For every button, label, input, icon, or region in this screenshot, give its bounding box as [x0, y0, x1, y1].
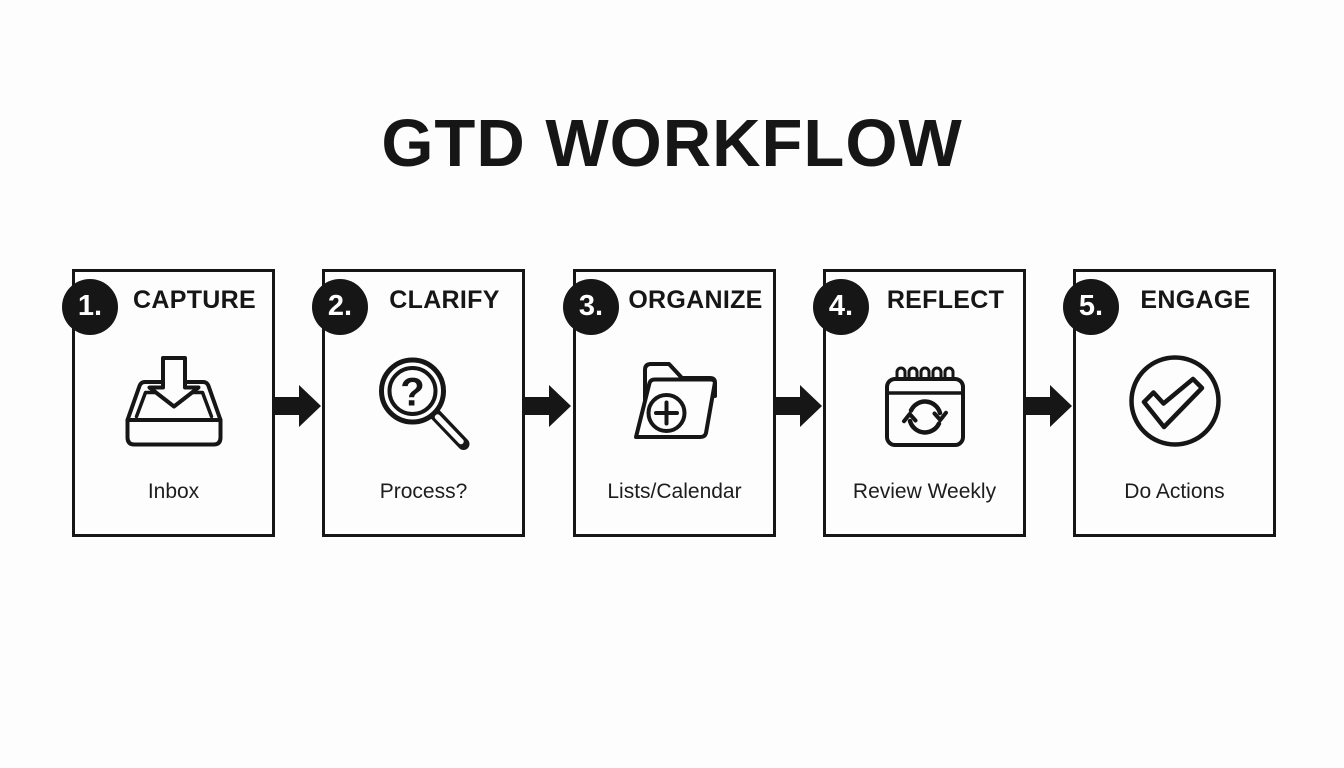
step-number-badge: 4. — [813, 279, 869, 335]
step-number-badge: 5. — [1063, 279, 1119, 335]
svg-text:?: ? — [400, 371, 424, 415]
step-caption: Process? — [379, 480, 468, 503]
step-box-organize: 3. ORGANIZE Lists/Calendar — [563, 269, 776, 537]
step-number-badge: 3. — [563, 279, 619, 335]
page-title: GTD WORKFLOW — [381, 106, 963, 181]
step-number: 3. — [578, 289, 604, 322]
step-number-badge: 2. — [312, 279, 368, 335]
step-caption: Review Weekly — [852, 480, 997, 503]
inbox-tray-down-arrow-icon — [124, 352, 224, 452]
step-number: 5. — [1078, 289, 1104, 322]
step-caption: Lists/Calendar — [607, 480, 742, 503]
step-label: ENGAGE — [1140, 286, 1251, 314]
step-number: 4. — [828, 289, 854, 322]
folder-add-icon — [625, 352, 725, 452]
step-number: 2. — [327, 289, 353, 322]
step-label: CLARIFY — [389, 286, 500, 314]
step-box-clarify: 2. CLARIFY ? Process? — [312, 269, 525, 537]
step-box-reflect: 4. REFLECT Review Weekly — [813, 269, 1026, 537]
step-box-engage: 5. ENGAGE Do Actions — [1063, 269, 1276, 537]
step-number: 1. — [77, 289, 103, 322]
flow-arrow — [272, 384, 322, 428]
magnifying-glass-question-icon: ? — [374, 352, 474, 452]
calendar-sync-icon — [875, 352, 975, 452]
flow-arrow — [1023, 384, 1073, 428]
check-circle-icon — [1125, 352, 1225, 452]
flow-arrow — [522, 384, 572, 428]
step-number-badge: 1. — [62, 279, 118, 335]
step-label: REFLECT — [886, 286, 1005, 314]
step-label: CAPTURE — [133, 286, 256, 314]
step-box-capture: 1. CAPTURE Inbox — [62, 269, 275, 537]
flow-arrow — [773, 384, 823, 428]
step-caption: Inbox — [147, 480, 200, 503]
step-caption: Do Actions — [1124, 480, 1225, 503]
step-label: ORGANIZE — [628, 286, 763, 314]
